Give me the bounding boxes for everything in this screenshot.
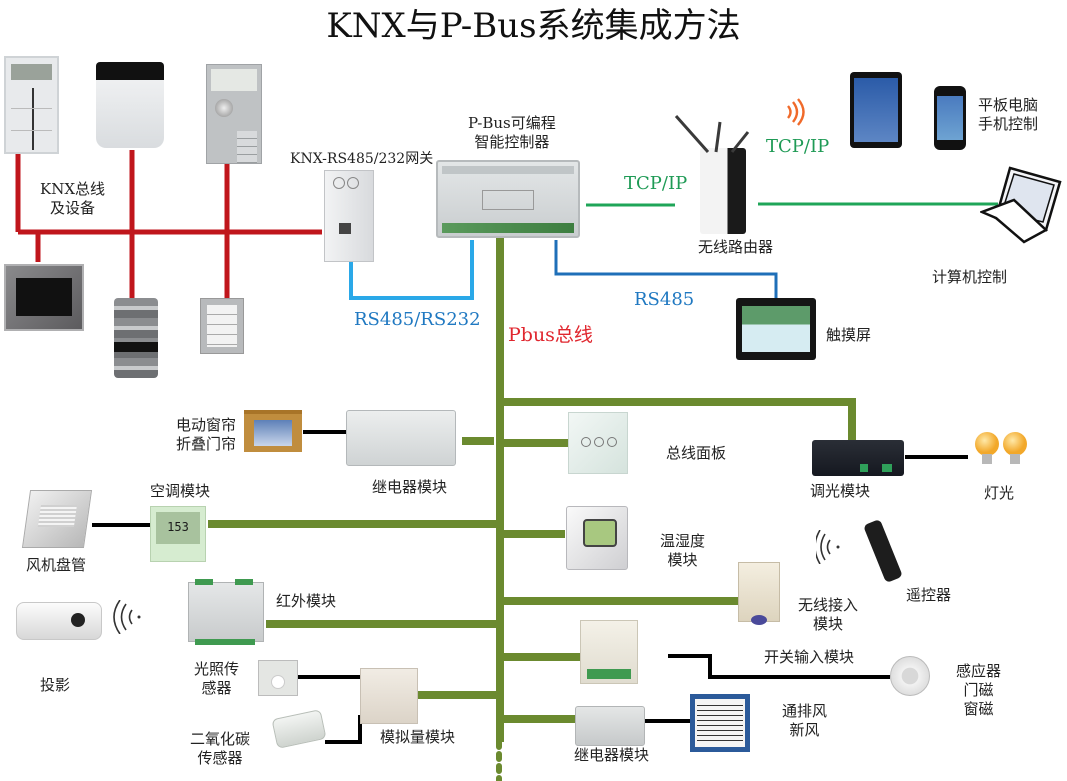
thermostat-display	[96, 62, 164, 80]
temp-display	[583, 519, 617, 547]
keypad-lcd	[11, 64, 52, 80]
label-temp-humidity: 温湿度 模块	[660, 532, 706, 569]
label-rs485-rs232: RS485/RS232	[354, 309, 481, 330]
touchscreen-device	[736, 298, 816, 360]
ir-signal-icon	[113, 600, 141, 634]
switch-input-module-device	[580, 620, 638, 684]
light-bulbs-icon	[975, 432, 1027, 464]
dimmer-module-device	[812, 440, 904, 476]
relay-module-1-device	[346, 410, 456, 466]
label-dimmer-module: 调光模块	[810, 482, 871, 500]
ir-module-device	[188, 579, 264, 645]
bus-panel-device	[568, 412, 628, 474]
label-touchscreen: 触摸屏	[826, 326, 872, 344]
knx-thermostat-device	[96, 62, 164, 148]
label-router: 无线路由器	[698, 238, 774, 256]
device-wires	[92, 430, 968, 744]
label-curtain: 电动窗帘 折叠门帘	[176, 416, 237, 453]
wire-switch-input	[668, 654, 890, 679]
label-pbus: Pbus总线	[508, 324, 593, 346]
label-rs485: RS485	[634, 289, 695, 310]
diagram-title: KNX与P-Bus系统集成方法	[326, 6, 741, 46]
knx-gateway-device	[324, 170, 374, 262]
label-knx-gateway: KNX-RS485/232网关	[290, 151, 434, 167]
ac-display: 153	[156, 512, 200, 544]
laptop-icon	[980, 166, 1062, 244]
knx-stacked-keypad-device	[114, 298, 158, 378]
label-wireless-module: 无线接入 模块	[798, 596, 859, 633]
remote-signal-icon	[816, 530, 840, 564]
analog-module-device	[360, 668, 418, 724]
projector-device	[16, 602, 102, 640]
wireless-module-device	[738, 562, 780, 625]
wifi-signal-icon	[787, 98, 805, 126]
label-knx-bus: KNX总线 及设备	[40, 180, 106, 217]
fan-coil-device	[21, 490, 93, 548]
rotary-knob	[215, 99, 233, 117]
rs485-rs232-line	[349, 240, 474, 300]
ventilation-grille-device	[690, 694, 750, 752]
ac-module-device: 153	[150, 506, 206, 562]
window-curtain-icon	[244, 410, 302, 452]
label-ir-module: 红外模块	[276, 592, 337, 610]
smartphone-device	[934, 86, 966, 150]
label-light: 灯光	[984, 484, 1015, 502]
label-sensor-door-window: 感应器 门磁 窗磁	[956, 662, 1002, 718]
label-tcpip-2: TCP/IP	[766, 136, 830, 157]
occupancy-sensor-device	[890, 656, 930, 696]
wire-co2	[325, 715, 362, 744]
router-antennas	[674, 115, 750, 153]
pbus-branch-dimmer	[500, 398, 856, 442]
knx-keypad-device	[4, 56, 59, 154]
label-bus-panel: 总线面板	[666, 444, 727, 462]
ethernet-port	[339, 223, 351, 234]
label-relay-module-1: 继电器模块	[372, 478, 448, 496]
knx-push-button-device	[200, 298, 244, 354]
tablet-device	[850, 72, 902, 148]
panel-buttons	[581, 437, 617, 447]
light-sensor-device	[258, 660, 298, 696]
label-switch-input: 开关输入模块	[764, 648, 855, 666]
label-fan-coil: 风机盘管	[26, 556, 87, 574]
wireless-router-device	[700, 148, 746, 234]
knx-room-controller-device	[206, 64, 262, 164]
projector-lens	[71, 613, 85, 627]
pbus-lines	[208, 238, 856, 742]
label-light-sensor: 光照传 感器	[194, 660, 240, 697]
knx-bus-lines	[15, 150, 322, 300]
label-controller: P-Bus可编程 智能控制器	[468, 114, 556, 151]
label-remote: 遥控器	[906, 586, 952, 604]
knx-touch-panel-device	[4, 264, 84, 331]
label-relay-module-2: 继电器模块	[574, 746, 650, 764]
label-ac-module: 空调模块	[150, 482, 211, 500]
label-ventilation: 通排风 新风	[782, 702, 828, 739]
label-projector: 投影	[40, 676, 71, 694]
relay-module-2-device	[575, 706, 645, 746]
label-computer: 计算机控制	[932, 268, 1008, 286]
label-tcpip-1: TCP/IP	[624, 173, 688, 194]
temp-humidity-module-device	[566, 506, 628, 570]
label-tablet-phone: 平板电脑 手机控制	[978, 96, 1039, 133]
pbus-controller-device	[436, 160, 580, 238]
label-co2-sensor: 二氧化碳 传感器	[190, 730, 251, 767]
label-analog-module: 模拟量模块	[380, 728, 456, 746]
rs485-line	[554, 240, 778, 300]
